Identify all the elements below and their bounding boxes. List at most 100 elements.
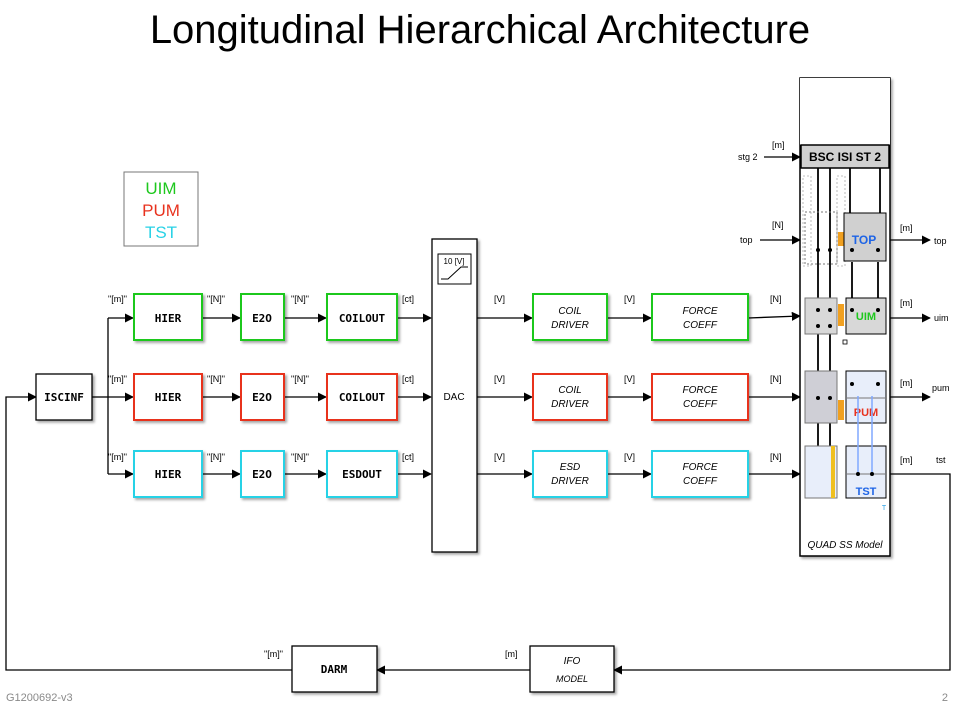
coil-driver-block-pum[interactable]: COIL DRIVER: [532, 373, 608, 421]
iscinf-block[interactable]: ISCINF: [35, 373, 93, 421]
legend-box: UIM PUM TST: [123, 171, 199, 247]
top-mass-label: TOP: [852, 233, 876, 247]
force-coeff-block-uim[interactable]: FORCE COEFF: [651, 293, 749, 341]
dac-block[interactable]: 10 [V] DAC: [431, 238, 478, 553]
label-ct-uim: [ct]: [402, 294, 414, 304]
iscinf-label: ISCINF: [44, 391, 84, 404]
label-n-e2o-pum: "[N]": [291, 374, 309, 384]
hier-label-uim: HIER: [155, 312, 182, 325]
label-top-output: top: [934, 236, 947, 246]
slide-title: Longitudinal Hierarchical Architecture: [149, 8, 811, 52]
label-pum-output: pum: [932, 383, 950, 393]
force-coeff-uim-line1: FORCE: [683, 306, 718, 317]
coil-driver-pum-line1: COIL: [558, 385, 581, 396]
label-n-e2o-uim: "[N]": [291, 294, 309, 304]
label-v-dac-tst: [V]: [494, 452, 505, 462]
coil-driver-block-uim[interactable]: COIL DRIVER: [532, 293, 608, 341]
label-v-drv-tst: [V]: [624, 452, 635, 462]
label-n-hier-pum: "[N]": [207, 374, 225, 384]
label-v-dac-pum: [V]: [494, 374, 505, 384]
quad-model-label: QUAD SS Model: [807, 540, 883, 551]
e2o-block-pum[interactable]: E2O: [240, 373, 285, 421]
label-top-input: top: [740, 235, 753, 245]
label-tst-output: tst: [936, 455, 946, 465]
label-m-pum: "[m]": [108, 374, 127, 384]
label-ct-tst: [ct]: [402, 452, 414, 462]
coil-driver-uim-line1: COIL: [558, 306, 581, 317]
hier-label-tst: HIER: [155, 468, 182, 481]
label-v-drv-pum: [V]: [624, 374, 635, 384]
e2o-label-uim: E2O: [252, 312, 272, 325]
force-coeff-uim-line2: COEFF: [683, 320, 718, 331]
label-m-uim-out: [m]: [900, 298, 913, 308]
hier-block-uim[interactable]: HIER: [133, 293, 203, 341]
esd-driver-block-tst[interactable]: ESD DRIVER: [532, 450, 608, 498]
e2o-block-tst[interactable]: E2O: [240, 450, 285, 498]
coil-driver-pum-line2: DRIVER: [551, 399, 589, 410]
label-m-top-out: [m]: [900, 223, 913, 233]
esdout-label-tst: ESDOUT: [342, 468, 382, 481]
legend-tst: TST: [145, 223, 177, 242]
label-ct-pum: [ct]: [402, 374, 414, 384]
force-coeff-pum-line1: FORCE: [683, 385, 718, 396]
small-t-label: T: [882, 505, 887, 512]
coilout-label-uim: COILOUT: [339, 312, 386, 325]
label-m-tst-out: [m]: [900, 455, 913, 465]
ifo-line2: MODEL: [556, 674, 588, 684]
darm-label: DARM: [321, 663, 348, 676]
pum-mass: [845, 370, 887, 424]
signal-labels: "[m]" "[m]" "[m]" "[N]" "[N]" "[N]" "[N]…: [108, 140, 950, 659]
footer-document-id: G1200692-v3: [6, 692, 73, 704]
force-coeff-tst-line2: COEFF: [683, 476, 718, 487]
e2o-label-tst: E2O: [252, 468, 272, 481]
hier-block-tst[interactable]: HIER: [133, 450, 203, 498]
top-mass: [843, 212, 887, 262]
bsc-isi-label: BSC ISI ST 2: [809, 150, 881, 164]
force-coeff-pum-line2: COEFF: [683, 399, 718, 410]
coilout-label-pum: COILOUT: [339, 391, 386, 404]
esd-driver-tst-line1: ESD: [560, 462, 581, 473]
label-uim-output: uim: [934, 313, 949, 323]
label-m-darm: "[m]": [264, 649, 283, 659]
esd-driver-tst-line2: DRIVER: [551, 476, 589, 487]
tst-mass: [845, 445, 887, 499]
bsc-isi-stage: [800, 144, 890, 169]
hier-label-pum: HIER: [155, 391, 182, 404]
signal-wires: [5, 152, 951, 675]
e2o-label-pum: E2O: [252, 391, 272, 404]
label-n-hier-uim: "[N]": [207, 294, 225, 304]
hier-block-pum[interactable]: HIER: [133, 373, 203, 421]
label-m-tst: "[m]": [108, 452, 127, 462]
label-n-fc-pum: [N]: [770, 374, 782, 384]
force-coeff-block-tst[interactable]: FORCE COEFF: [651, 450, 749, 498]
footer-page-number: 2: [941, 692, 948, 704]
label-n-hier-tst: "[N]": [207, 452, 225, 462]
coilout-block-uim[interactable]: COILOUT: [326, 293, 398, 341]
label-n-e2o-tst: "[N]": [291, 452, 309, 462]
legend-pum: PUM: [142, 201, 180, 220]
label-m-uim: "[m]": [108, 294, 127, 304]
label-stg2-input: stg 2: [738, 152, 758, 162]
dac-icon-label: 10 [V]: [444, 257, 465, 266]
esdout-block-tst[interactable]: ESDOUT: [326, 450, 398, 498]
label-n-top-in: [N]: [772, 220, 784, 230]
coilout-block-pum[interactable]: COILOUT: [326, 373, 398, 421]
tst-mass-label: TST: [856, 486, 877, 498]
e2o-block-uim[interactable]: E2O: [240, 293, 285, 341]
darm-block[interactable]: DARM: [291, 645, 378, 693]
uim-mass: [845, 297, 887, 335]
legend-uim: UIM: [145, 179, 176, 198]
force-coeff-tst-line1: FORCE: [683, 462, 718, 473]
label-m-stg2: [m]: [772, 140, 785, 150]
label-m-ifo: [m]: [505, 649, 518, 659]
force-coeff-block-pum[interactable]: FORCE COEFF: [651, 373, 749, 421]
label-m-pum-out: [m]: [900, 378, 913, 388]
ifo-line1: IFO: [564, 656, 581, 667]
label-v-dac-uim: [V]: [494, 294, 505, 304]
ifo-model-block[interactable]: IFO MODEL: [529, 645, 615, 693]
coil-driver-uim-line2: DRIVER: [551, 320, 589, 331]
dac-label: DAC: [443, 392, 464, 403]
label-v-drv-uim: [V]: [624, 294, 635, 304]
quad-ss-model[interactable]: BSC ISI ST 2 TOP UIM PUM: [799, 77, 891, 557]
